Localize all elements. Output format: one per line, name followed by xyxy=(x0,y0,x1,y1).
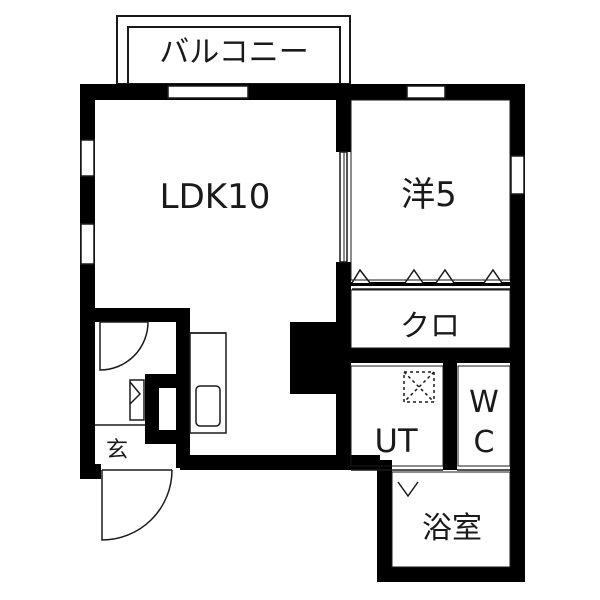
utility-label: UT xyxy=(375,422,418,460)
ldk-label: LDK10 xyxy=(160,177,271,217)
entrance-label: 玄 xyxy=(106,438,128,463)
utility-fixtures xyxy=(350,99,511,568)
bath-label: 浴室 xyxy=(422,511,482,546)
windows xyxy=(80,85,525,265)
room-labels: バルコニー LDK10 洋5 クロ UT W C 浴室 玄 xyxy=(106,35,499,546)
kitchen-counter xyxy=(189,332,227,434)
balcony-label: バルコニー xyxy=(159,35,308,70)
wc-label-bottom: C xyxy=(474,425,495,460)
western-room-label: 洋5 xyxy=(401,175,457,215)
interior-walls xyxy=(95,84,524,470)
wc-label-top: W xyxy=(469,385,499,420)
closet-label: クロ xyxy=(400,309,460,344)
entrance-doors xyxy=(95,321,173,541)
